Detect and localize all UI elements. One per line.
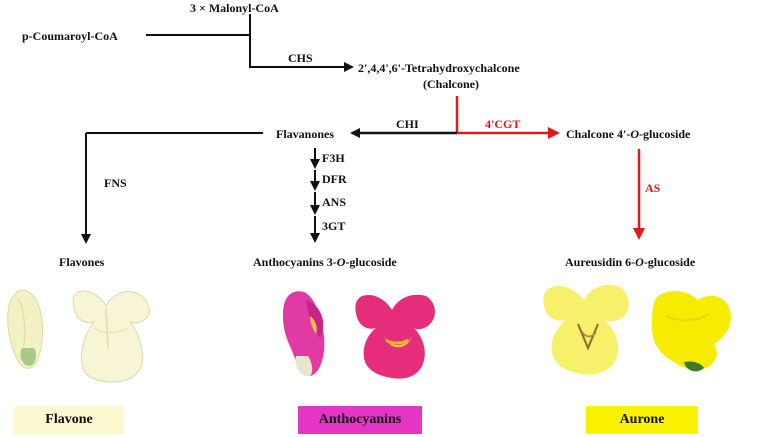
flavone-legend-box: Flavone [14,406,124,434]
chalcone-sublabel: (Chalcone) [423,77,479,91]
anthocyanins-legend-box: Anthocyanins [298,406,422,434]
ans-enzyme-label: ANS [322,195,347,209]
aurone-flower-front [543,284,629,375]
as-enzyme-label: AS [645,181,661,195]
cgt-enzyme-label: 4'CGT [485,117,521,131]
chi-enzyme-label: CHI [396,117,419,131]
chalcone-glucoside-label: Chalcone 4'-O-glucoside [566,127,691,141]
chalcone-label: 2',4,4',6'-Tetrahydroxychalcone [358,61,520,75]
flavanones-label: Flavanones [276,127,335,141]
f3h-enzyme-label: F3H [322,151,345,165]
chs-enzyme-label: CHS [288,51,313,65]
aureusidin-glucoside-label: Aureusidin 6-O-glucoside [565,255,696,269]
aurone-legend-box: Aurone [586,406,698,434]
gt3-enzyme-label: 3GT [322,219,346,233]
malonyl-coa-label: 3 × Malonyl-CoA [190,1,279,15]
dfr-enzyme-label: DFR [322,172,347,186]
aurone-flower-side [652,291,731,372]
flavone-flower-front [72,290,150,383]
flavone-flower-side [7,289,43,369]
coumaroyl-coa-label: p-Coumaroyl-CoA [22,29,118,43]
anthocyanins-glucoside-label: Anthocyanins 3-O-glucoside [253,255,397,269]
anthocyanin-flower-front [355,294,435,379]
fns-enzyme-label: FNS [104,176,127,190]
anthocyanin-flower-side [282,291,325,377]
flavones-label: Flavones [59,255,105,269]
